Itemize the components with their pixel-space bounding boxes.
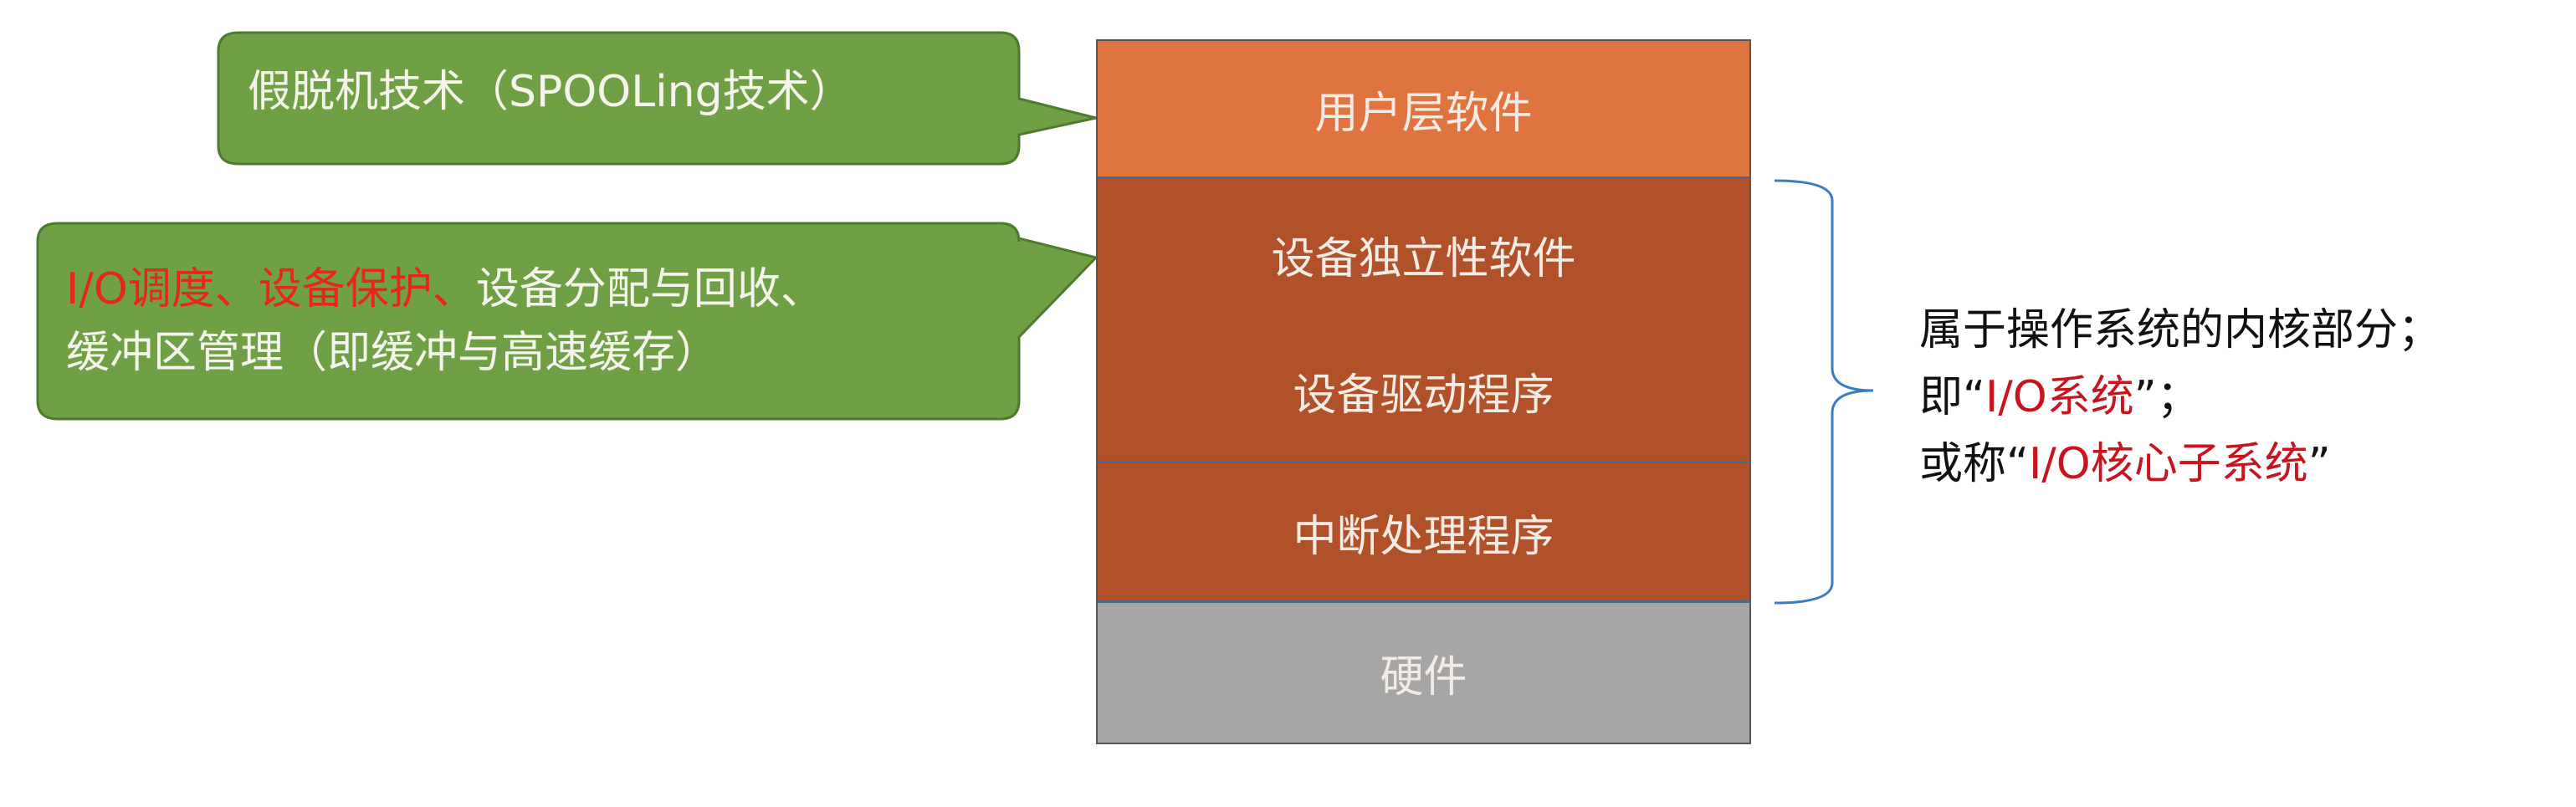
io-scheduling-text: I/O调度、 — [66, 264, 259, 314]
layer-label: 硬件 — [1380, 652, 1467, 702]
layer-label: 设备独立性软件 — [1271, 233, 1576, 284]
annotation-line-3: 或称“I/O核心子系统” — [1919, 431, 2441, 498]
kernel-brace — [1774, 179, 1874, 605]
layer-user-software: 用户层软件 — [1096, 39, 1751, 179]
kernel-annotation: 属于操作系统的内核部分； 即“I/O系统”； 或称“I/O核心子系统” — [1919, 297, 2441, 498]
layer-label: 用户层软件 — [1314, 88, 1533, 139]
callout-spooling-bubble — [217, 31, 1097, 166]
callout-independent-bubble — [36, 222, 1099, 421]
layer-device-driver: 设备驱动程序 — [1096, 321, 1751, 463]
annotation-suffix: ” — [2307, 439, 2331, 489]
layer-interrupt-handler: 中断处理程序 — [1096, 463, 1751, 603]
callout-independent-text: I/O调度、设备保护、设备分配与回收、 缓冲区管理（即缓冲与高速缓存） — [66, 258, 824, 385]
layer-hardware: 硬件 — [1096, 603, 1751, 744]
annotation-prefix: 即“ — [1919, 372, 1985, 422]
buffer-management-text: 缓冲区管理（即缓冲与高速缓存） — [66, 328, 720, 378]
io-system-term: I/O系统 — [1984, 372, 2134, 422]
annotation-suffix: ”； — [2133, 372, 2200, 422]
layer-label: 设备驱动程序 — [1293, 370, 1554, 421]
device-protection-text: 设备保护、 — [258, 264, 476, 314]
device-allocation-text: 设备分配与回收、 — [475, 264, 824, 314]
layer-device-independent-software: 设备独立性软件 — [1096, 179, 1751, 321]
callout-spooling-text: 假脱机技术（SPOOLing技术） — [248, 67, 853, 117]
annotation-line-1: 属于操作系统的内核部分； — [1919, 305, 2442, 355]
io-core-subsystem-term: I/O核心子系统 — [2028, 439, 2308, 489]
layer-label: 中断处理程序 — [1293, 511, 1554, 562]
annotation-prefix: 或称“ — [1919, 439, 2029, 489]
annotation-line-2: 即“I/O系统”； — [1919, 364, 2441, 431]
